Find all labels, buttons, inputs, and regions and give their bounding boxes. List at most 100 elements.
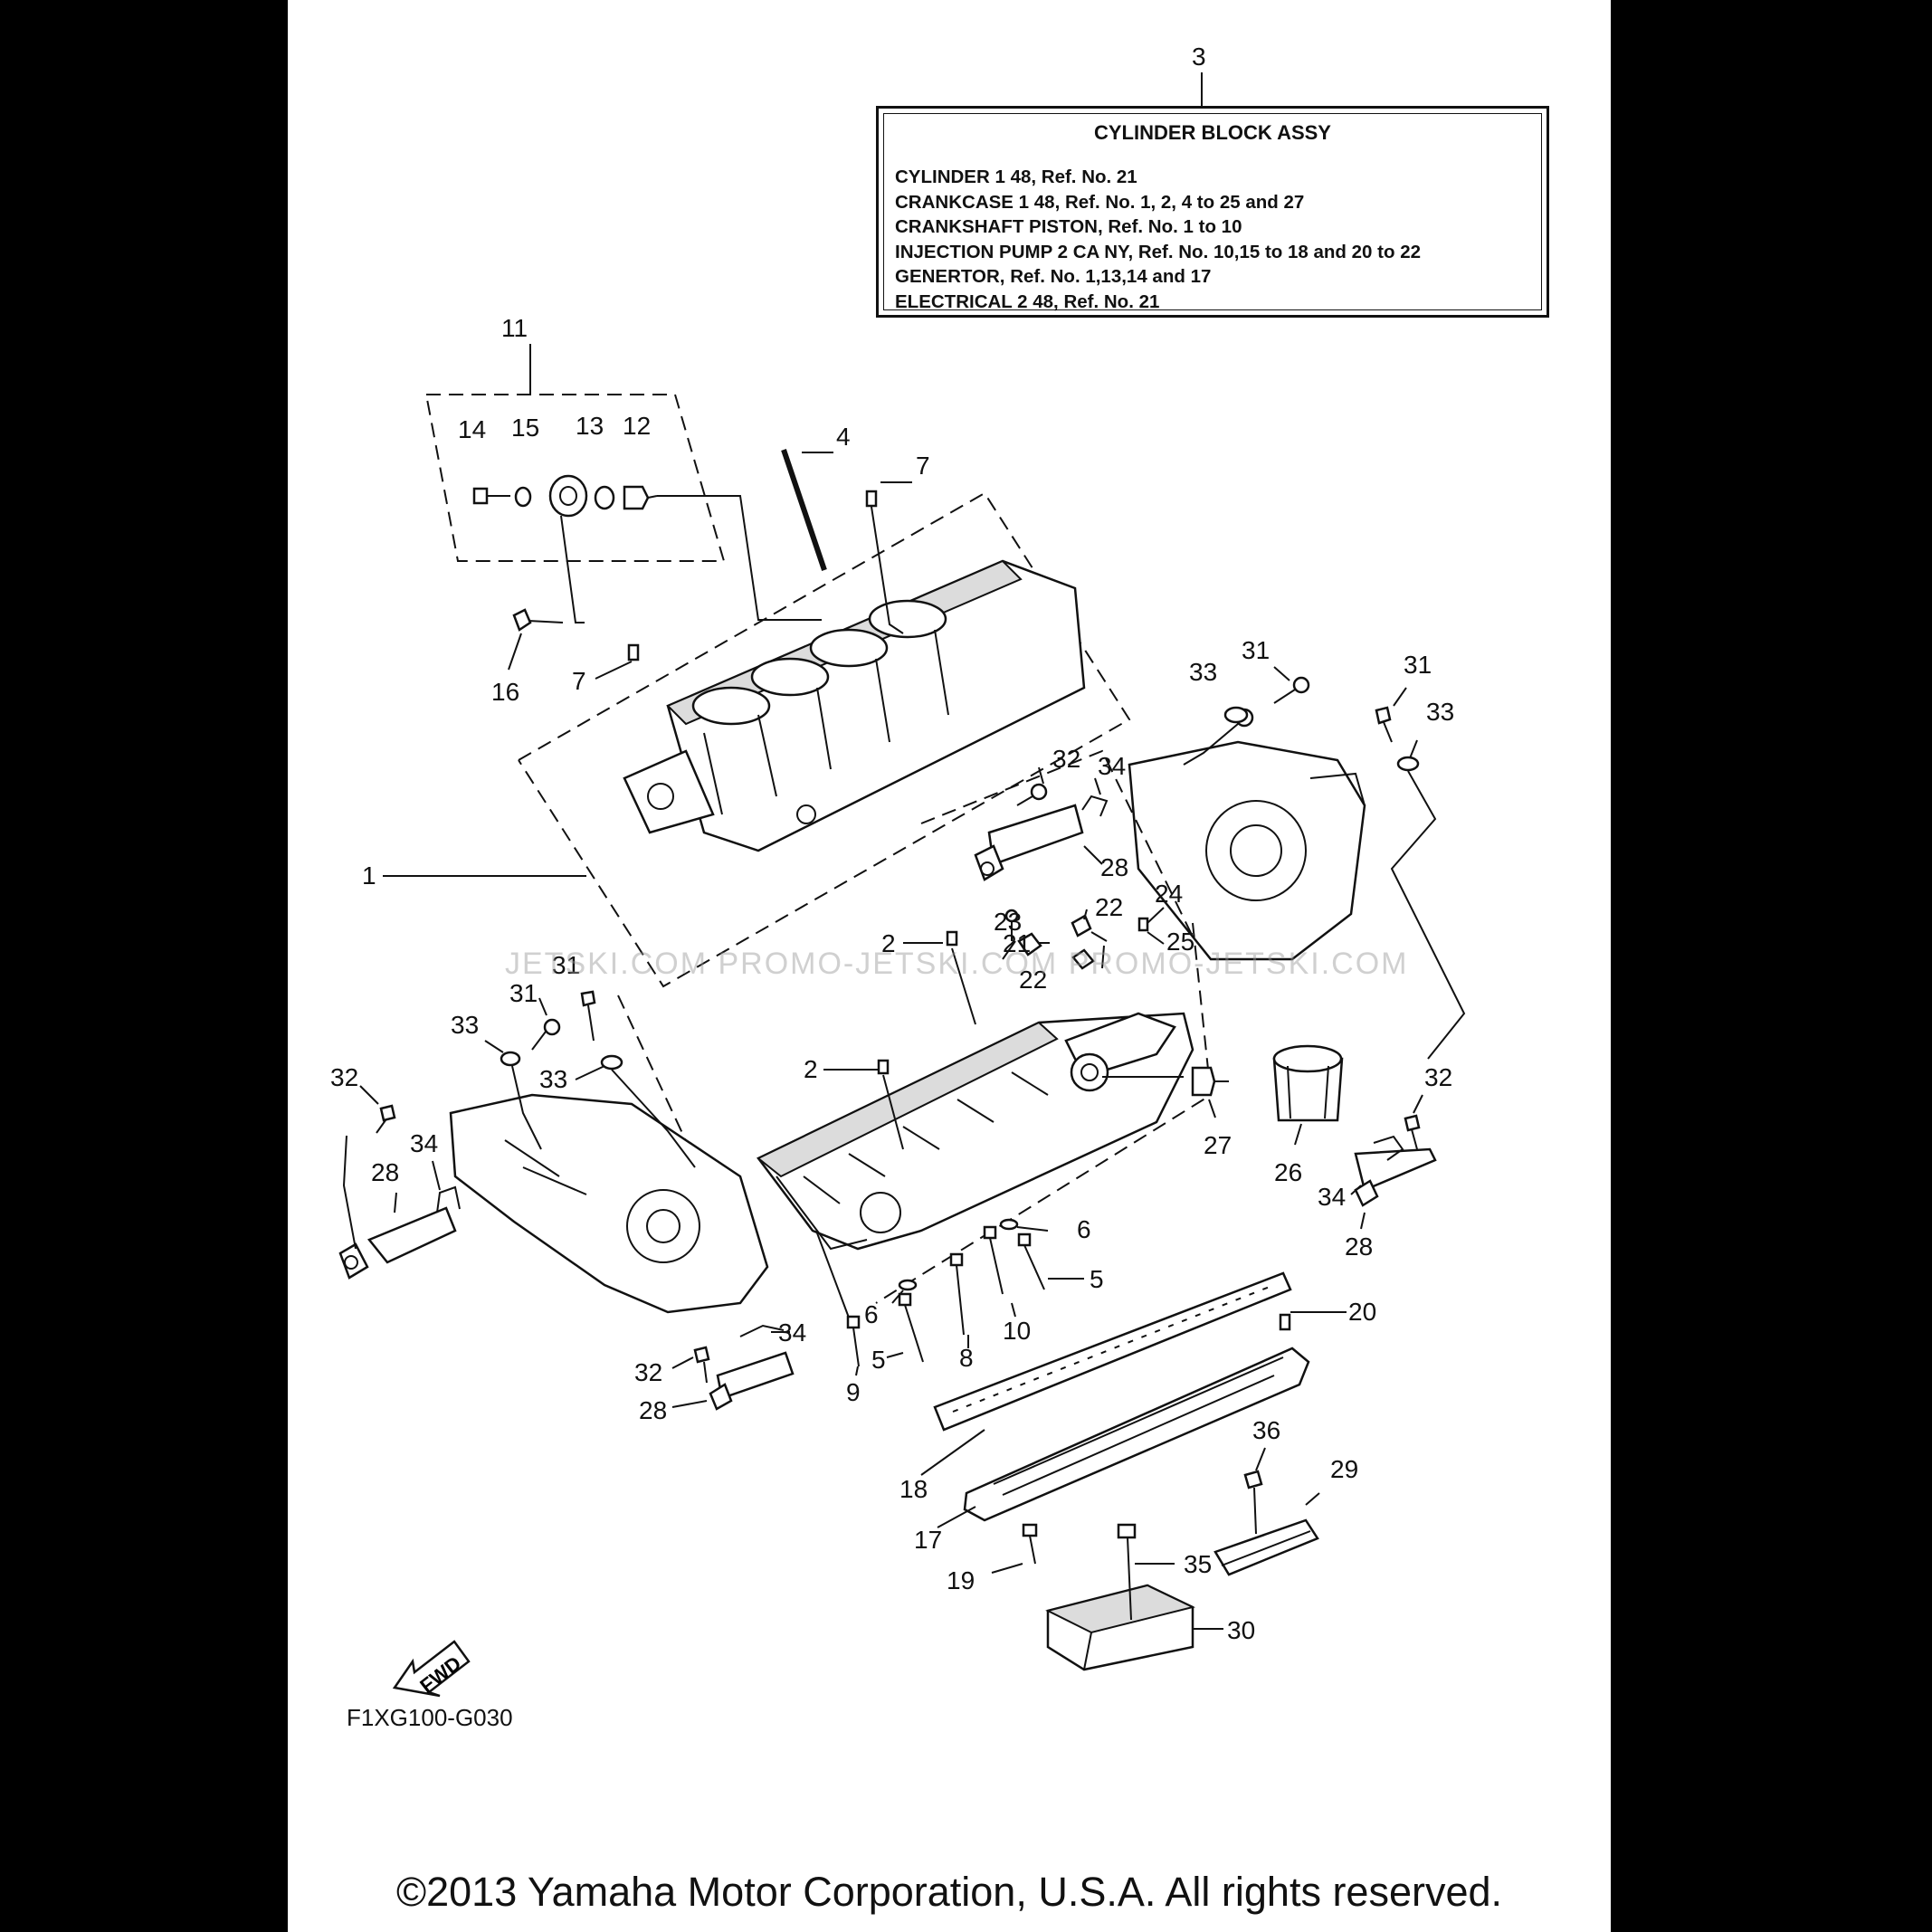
part-washer-15 [514,486,532,508]
callout-23[interactable]: 23 [994,908,1022,936]
part-bolt-5a [1017,1232,1045,1290]
callout-32[interactable]: 32 [634,1358,662,1386]
part-bolt-36 [1243,1470,1263,1535]
callout-17[interactable]: 17 [914,1526,942,1554]
assembly-line: CRANKSHAFT PISTON, Ref. No. 1 to 10 [895,216,1242,237]
callout-31[interactable]: 31 [509,979,538,1007]
crankcase-bolts [815,1218,1084,1376]
callout-33[interactable]: 33 [1426,698,1454,726]
callout-16[interactable]: 16 [491,678,519,706]
callout-28[interactable]: 28 [1100,853,1128,881]
assembly-info-box: CYLINDER BLOCK ASSY CYLINDER 1 48, Ref. … [876,106,1549,318]
part-bolt-31b [1375,706,1393,743]
callout-7[interactable]: 7 [916,452,930,480]
part-bolt-14 [472,487,510,505]
callout-24[interactable]: 24 [1155,880,1183,908]
block-30 [1045,1523,1223,1671]
callout-28[interactable]: 28 [1345,1232,1373,1261]
callout-6[interactable]: 6 [1077,1215,1091,1243]
part-fitting-27 [1102,1066,1229,1118]
assembly-line: GENERTOR, Ref. No. 1,13,14 and 17 [895,266,1212,287]
assembly-title: CYLINDER BLOCK ASSY [1094,121,1331,144]
generator-cover-left [449,990,769,1314]
callout-10[interactable]: 10 [1003,1317,1031,1345]
gasket-18 [920,1271,1292,1476]
callout-26[interactable]: 26 [1274,1158,1302,1186]
callout-21[interactable]: 21 [1003,929,1031,957]
engine-mount-28c [338,1085,461,1280]
callout-14[interactable]: 14 [458,415,486,443]
callout-32[interactable]: 32 [330,1063,358,1091]
callout-12[interactable]: 12 [623,412,651,440]
cylinder-block-1 [518,491,1131,988]
part-bolt-35 [1117,1523,1137,1621]
callout-34[interactable]: 34 [410,1129,438,1157]
oil-pressure-switch-group [425,344,822,671]
assembly-line: INJECTION PUMP 2 CA NY, Ref. No. 10,15 t… [895,241,1421,262]
callout-5[interactable]: 5 [871,1346,886,1374]
watermark: JETSKI.COM PROMO-JETSKI.COM PROMO-JETSKI… [505,947,1409,981]
callout-32[interactable]: 32 [1052,745,1080,773]
callout-15[interactable]: 15 [511,414,539,442]
part-bolt-31c [531,1018,561,1051]
engine-mount-28a [920,749,1194,937]
callout-33[interactable]: 33 [539,1065,567,1093]
part-bolt-5b [898,1292,924,1363]
copyright-notice: ©2013 Yamaha Motor Corporation, U.S.A. A… [395,1869,1503,1915]
callout-35[interactable]: 35 [1184,1550,1212,1578]
callout-33[interactable]: 33 [1189,658,1217,686]
part-switch-12 [623,485,658,510]
callout-33[interactable]: 33 [451,1011,479,1039]
callout-9[interactable]: 9 [846,1378,861,1406]
callout-3[interactable]: 3 [1192,43,1206,71]
dowels-and-clips [823,907,1165,1150]
callout-34[interactable]: 34 [1098,752,1126,780]
callout-19[interactable]: 19 [947,1566,975,1594]
part-oring-13 [594,485,615,510]
callout-4[interactable]: 4 [836,423,851,451]
callout-7[interactable]: 7 [572,667,586,695]
assembly-info-box-border [883,113,1542,310]
callout-28[interactable]: 28 [371,1158,399,1186]
callout-28[interactable]: 28 [639,1396,667,1424]
part-housing [548,474,588,518]
callout-11[interactable]: 11 [501,314,528,342]
part-bolt-9 [846,1315,861,1367]
callout-31[interactable]: 31 [1404,651,1432,679]
part-bolt-16 [512,608,564,632]
part-bolt-8 [949,1252,965,1336]
callout-2[interactable]: 2 [881,929,896,957]
callout-22[interactable]: 22 [1019,966,1047,994]
part-bolt-10 [983,1225,1004,1295]
callout-6[interactable]: 6 [864,1300,879,1328]
part-bolt-31d [580,990,596,1042]
callout-29[interactable]: 29 [1330,1455,1358,1483]
callout-5[interactable]: 5 [1090,1265,1104,1293]
assembly-line: CRANKCASE 1 48, Ref. No. 1, 2, 4 to 25 a… [895,191,1305,213]
callout-13[interactable]: 13 [576,412,604,440]
callout-1[interactable]: 1 [362,861,376,890]
callout-25[interactable]: 25 [1166,928,1194,956]
fwd-arrow-icon: FWD [392,1640,471,1698]
callout-27[interactable]: 27 [1204,1131,1232,1159]
callout-32[interactable]: 32 [1424,1063,1452,1091]
callout-34[interactable]: 34 [1318,1183,1346,1211]
part-bolt-31 [1273,676,1310,704]
part-bolt-19 [1022,1523,1038,1565]
callout-34[interactable]: 34 [778,1318,806,1347]
callout-8[interactable]: 8 [959,1344,974,1372]
callout-2[interactable]: 2 [804,1055,818,1083]
engine-mount-28b [1350,1094,1437,1230]
part-oil-filter-26 [1272,1044,1344,1146]
assembly-line: ELECTRICAL 2 48, Ref. No. 21 [895,290,1160,312]
part-stud-4 [781,449,833,571]
assembly-line: CYLINDER 1 48, Ref. No. 21 [895,167,1137,187]
callout-31[interactable]: 31 [552,951,580,979]
callout-30[interactable]: 30 [1227,1616,1255,1644]
callout-18[interactable]: 18 [899,1475,928,1503]
callout-20[interactable]: 20 [1348,1298,1376,1326]
callout-22[interactable]: 22 [1095,893,1123,921]
callout-31[interactable]: 31 [1242,636,1270,664]
cover-29 [1213,1447,1320,1576]
callout-36[interactable]: 36 [1252,1416,1280,1444]
